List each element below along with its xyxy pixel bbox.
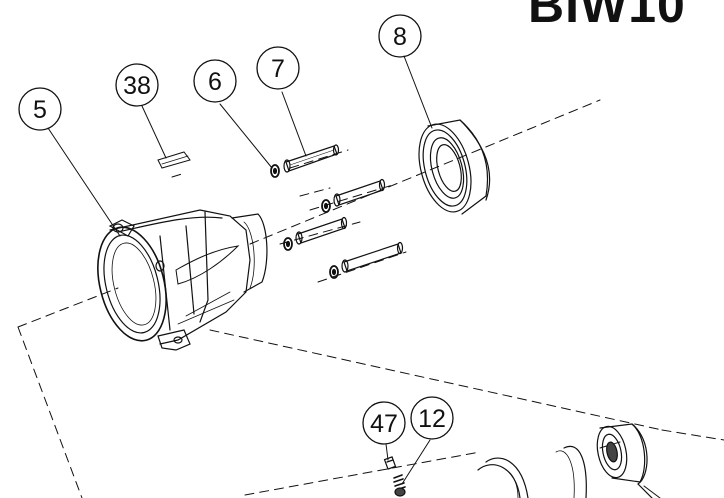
callout-38: 38: [123, 72, 151, 100]
callout-6: 6: [208, 68, 222, 96]
assembly-center-lines: [17, 99, 724, 498]
callout-7: 7: [271, 55, 285, 83]
callout-circles: [18, 14, 454, 445]
pin-middle: [321, 178, 386, 213]
part-7-pin-upper: [283, 144, 340, 173]
diagram-title: BIW10: [528, 0, 686, 33]
retaining-ring: [555, 445, 587, 498]
lower-bearing: [596, 423, 653, 498]
pin-lower-left: [283, 216, 348, 251]
callout-8: 8: [393, 23, 407, 51]
callout-47: 47: [370, 410, 398, 438]
pin-lower-right: [329, 241, 404, 279]
callout-5: 5: [33, 96, 47, 124]
part-47-screw: [383, 456, 397, 470]
part-38-plate: [157, 151, 191, 169]
callout-12: 12: [418, 405, 446, 433]
part-6-washer-upper: [270, 164, 280, 178]
part-5-hammer-case: [97, 209, 268, 351]
leader-lines: [47, 55, 661, 498]
lower-plate: [477, 457, 529, 498]
part-8-seal-ring: [418, 119, 491, 215]
part-12-spring: [393, 474, 406, 497]
